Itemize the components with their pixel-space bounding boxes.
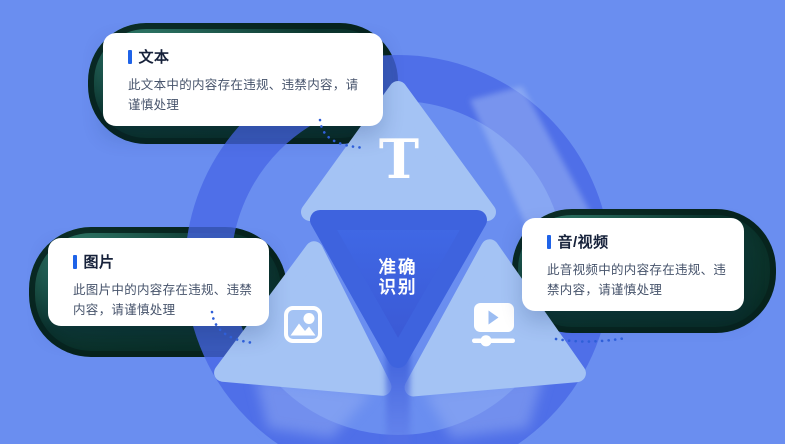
text-card-title: 文本 — [138, 49, 170, 66]
text-card: 文本 此文本中的内容存在违规、违禁内容，请谨慎处理 — [103, 33, 383, 126]
video-triangle-reflection — [424, 376, 544, 438]
recognition-label-line2: 识别 — [378, 277, 418, 297]
av-card: 音/视频 此音视频中的内容存在违规、违禁内容，请谨慎处理 — [522, 218, 744, 311]
image-icon — [284, 306, 322, 343]
image-card-title: 图片 — [83, 254, 115, 271]
image-triangle-reflection — [255, 378, 372, 438]
title-accent-bar — [128, 49, 132, 64]
image-card-body: 此图片中的内容存在违规、违禁内容，请谨慎处理 — [73, 283, 253, 317]
image-card-title-row: 图片 — [73, 251, 255, 272]
triangle-tip-streak — [386, 352, 410, 444]
av-card-body: 此音视频中的内容存在违规、违禁内容，请谨慎处理 — [547, 263, 727, 297]
title-accent-bar — [547, 234, 551, 249]
video-icon — [472, 303, 515, 347]
title-accent-bar — [73, 254, 77, 269]
image-card: 图片 此图片中的内容存在违规、违禁内容，请谨慎处理 — [48, 238, 269, 326]
text-card-title-row: 文本 — [128, 46, 369, 67]
recognition-label-line1: 准确 — [378, 257, 418, 277]
text-t-icon: T — [379, 127, 419, 191]
recognition-label: 准确 识别 — [379, 257, 418, 297]
dotted-connector-av — [554, 336, 628, 343]
av-card-title-row: 音/视频 — [547, 231, 730, 252]
text-card-body: 此文本中的内容存在违规、违禁内容，请谨慎处理 — [128, 78, 359, 112]
av-card-title: 音/视频 — [557, 234, 609, 251]
